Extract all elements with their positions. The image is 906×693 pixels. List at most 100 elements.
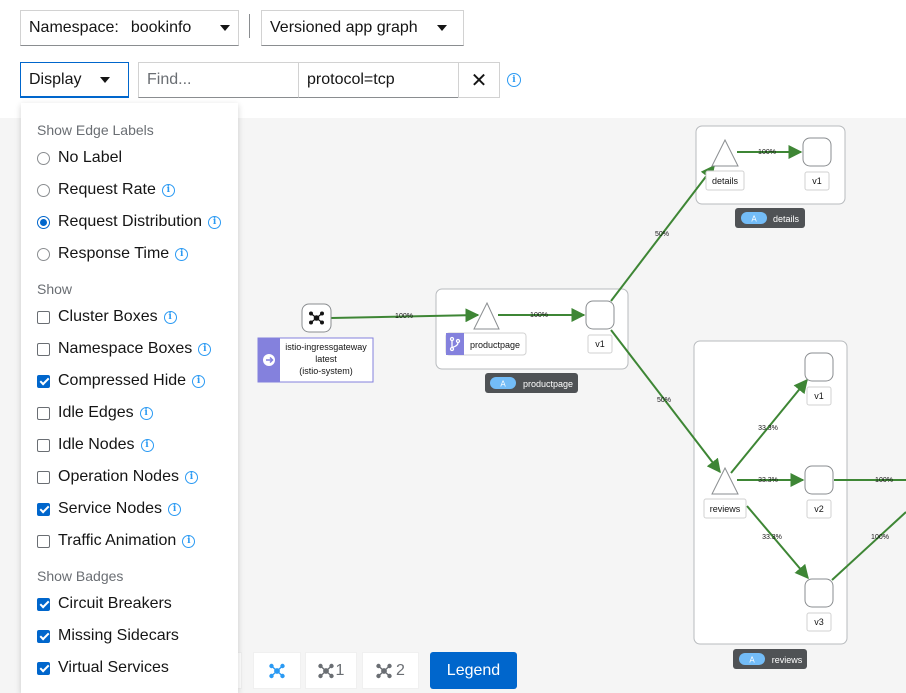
checkbox[interactable] <box>37 342 50 356</box>
app-badge-letter: A <box>749 656 755 665</box>
radio-request-rate[interactable]: Request Rate i <box>37 181 175 199</box>
checkbox-label: Traffic Animation <box>58 532 177 549</box>
info-icon[interactable]: i <box>140 438 154 452</box>
edge-reviews-v3[interactable] <box>746 505 809 580</box>
reviews-v1-label: v1 <box>814 391 824 401</box>
radio-button[interactable] <box>37 151 50 165</box>
layout-1-label: 1 <box>335 661 345 679</box>
section-heading-badges: Show Badges <box>37 568 124 584</box>
gateway-icon <box>309 311 325 325</box>
info-icon[interactable]: i <box>192 374 206 388</box>
checkbox-label: Circuit Breakers <box>58 595 172 612</box>
checkbox-circuit-breakers[interactable]: Circuit Breakers <box>37 595 172 613</box>
app-badge-letter: A <box>751 215 757 224</box>
layout-1-button[interactable]: 1 <box>305 652 357 689</box>
details-v1-node[interactable]: v1 <box>802 137 832 191</box>
checkbox-label: Virtual Services <box>58 659 169 676</box>
checkbox[interactable] <box>37 406 50 420</box>
radio-no-label[interactable]: No Label <box>37 149 122 167</box>
checkbox[interactable] <box>37 629 50 643</box>
graph-type-select[interactable]: Versioned app graph <box>261 10 464 46</box>
topology-icon <box>317 663 334 678</box>
radio-button[interactable] <box>37 247 50 261</box>
ingress-namespace: (istio-system) <box>299 366 353 376</box>
chevron-down-icon <box>100 76 110 83</box>
checkbox-virtual-services[interactable]: Virtual Services <box>37 659 169 677</box>
reviews-v3-node[interactable]: v3 <box>804 578 834 632</box>
checkbox-label: Operation Nodes <box>58 468 179 485</box>
find-placeholder: Find... <box>147 71 192 88</box>
checkbox[interactable] <box>37 597 50 611</box>
info-icon[interactable]: i <box>208 215 222 229</box>
ingress-node[interactable]: istio-ingressgateway latest (istio-syste… <box>257 303 374 383</box>
checkbox-service-nodes[interactable]: Service Nodes i <box>37 500 182 518</box>
edge-productpage-details[interactable] <box>610 164 715 302</box>
info-icon[interactable]: i <box>182 534 196 548</box>
checkbox[interactable] <box>37 374 50 388</box>
reviews-app-badge[interactable]: A reviews <box>733 649 807 669</box>
details-app-badge[interactable]: A details <box>735 208 805 228</box>
graph-type-value: Versioned app graph <box>270 19 418 36</box>
info-icon[interactable]: i <box>184 470 198 484</box>
info-icon[interactable]: i <box>161 183 175 197</box>
toolbar-divider <box>249 14 250 38</box>
reviews-service-node[interactable]: reviews <box>703 466 747 519</box>
edge-ingress-productpage[interactable] <box>330 308 480 323</box>
radio-response-time[interactable]: Response Time i <box>37 245 189 263</box>
edge-label: 50% <box>655 231 669 238</box>
productpage-app-label: productpage <box>523 379 573 389</box>
details-app-label: details <box>773 214 800 224</box>
info-icon[interactable]: i <box>168 502 182 516</box>
checkbox-compressed-hide[interactable]: Compressed Hide i <box>37 372 206 390</box>
checkbox-cluster-boxes[interactable]: Cluster Boxes i <box>37 308 177 326</box>
checkbox-namespace-boxes[interactable]: Namespace Boxes i <box>37 340 212 358</box>
close-icon: ✕ <box>470 69 488 92</box>
radio-button[interactable] <box>37 183 50 197</box>
display-dropdown-toggle[interactable]: Display <box>20 62 129 98</box>
checkbox-operation-nodes[interactable]: Operation Nodes i <box>37 468 198 486</box>
checkbox-label: Idle Nodes <box>58 436 135 453</box>
checkbox-missing-sidecars[interactable]: Missing Sidecars <box>37 627 179 645</box>
clear-find-button[interactable]: ✕ <box>458 62 500 98</box>
reviews-v3-label: v3 <box>814 617 824 627</box>
checkbox-idle-nodes[interactable]: Idle Nodes i <box>37 436 154 454</box>
legend-button[interactable]: Legend <box>430 652 517 689</box>
graph-svg[interactable]: 100% 100% 100% 50% 50% 33.3% 33.3% 33.3%… <box>0 118 906 693</box>
namespace-select[interactable]: Namespace: bookinfo <box>20 10 239 46</box>
radio-request-distribution[interactable]: Request Distribution i <box>37 213 222 231</box>
layout-default-button[interactable] <box>253 652 301 689</box>
edge-label: 100% <box>871 534 889 541</box>
reviews-v2-node[interactable]: v2 <box>804 465 834 519</box>
info-icon[interactable]: i <box>163 310 177 324</box>
info-icon[interactable]: i <box>139 406 153 420</box>
productpage-app-badge[interactable]: A productpage <box>485 373 578 393</box>
find-input[interactable]: Find... <box>138 62 299 98</box>
radio-label: Request Distribution <box>58 213 203 230</box>
checkbox[interactable] <box>37 470 50 484</box>
checkbox-idle-edges[interactable]: Idle Edges i <box>37 404 153 422</box>
productpage-service-node[interactable]: productpage <box>445 301 527 356</box>
info-icon[interactable]: i <box>175 247 189 261</box>
ingress-name: istio-ingressgateway <box>285 342 367 352</box>
reviews-service-label: reviews <box>710 504 741 514</box>
checkbox[interactable] <box>37 502 50 516</box>
checkbox[interactable] <box>37 534 50 548</box>
checkbox-label: Service Nodes <box>58 500 163 517</box>
layout-2-button[interactable]: 2 <box>362 652 419 689</box>
edge-v3-out[interactable] <box>831 511 906 581</box>
info-icon[interactable]: i <box>507 73 521 87</box>
layout-2-label: 2 <box>396 661 405 679</box>
section-heading-edge-labels: Show Edge Labels <box>37 122 154 138</box>
checkbox-traffic-animation[interactable]: Traffic Animation i <box>37 532 196 550</box>
productpage-v1-node[interactable]: v1 <box>585 300 615 354</box>
edge-productpage-reviews[interactable] <box>610 329 721 474</box>
hide-input[interactable]: protocol=tcp <box>298 62 459 98</box>
radio-button[interactable] <box>37 215 50 229</box>
edge-reviews-v1[interactable] <box>730 378 808 474</box>
details-service-node[interactable]: details <box>705 138 745 191</box>
checkbox[interactable] <box>37 310 50 324</box>
info-icon[interactable]: i <box>198 342 212 356</box>
reviews-v1-node[interactable]: v1 <box>804 352 834 406</box>
checkbox[interactable] <box>37 661 50 675</box>
checkbox[interactable] <box>37 438 50 452</box>
